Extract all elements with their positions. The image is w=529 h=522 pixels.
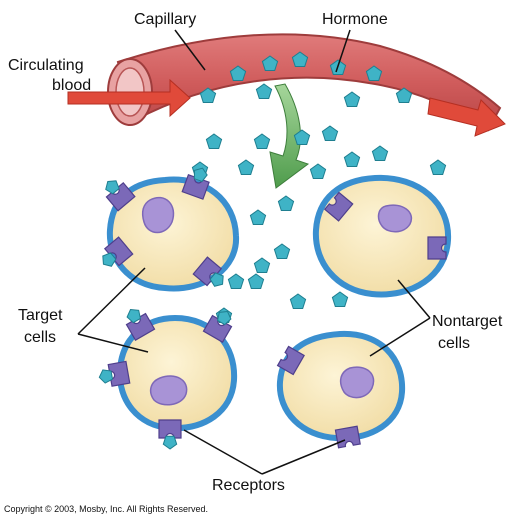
receptors-group: [98, 167, 447, 450]
circulating-blood-label-line2: blood: [52, 77, 91, 94]
hormone-molecule: [247, 273, 265, 289]
hormone-molecule: [291, 51, 309, 67]
receptor-unbound: [427, 236, 447, 260]
receptor-unbound: [334, 425, 361, 449]
hormone-molecule: [237, 159, 255, 175]
nontarget-cells-label-line2: cells: [438, 335, 470, 352]
receptor-with-hormone: [102, 236, 134, 267]
hormone-molecule: [331, 291, 349, 307]
receptor-unbound: [276, 345, 305, 376]
hormone-molecule: [293, 129, 311, 145]
hormone-molecule: [343, 151, 361, 167]
receptor-with-hormone: [192, 256, 224, 287]
hormone-diffusion-arrow: [269, 83, 310, 189]
receptor-with-hormone: [158, 419, 182, 450]
hormone-molecule: [255, 83, 273, 99]
hormone-molecule: [205, 133, 223, 149]
hormone-molecule: [321, 125, 339, 141]
hormone-molecule: [229, 65, 247, 81]
nontarget-cells-label-line1: Nontarget: [432, 313, 503, 330]
receptors-label: Receptors: [212, 477, 285, 494]
nucleus: [141, 196, 175, 234]
receptor-with-hormone: [181, 167, 210, 200]
receptor-with-hormone: [202, 311, 233, 343]
hormone-molecule: [253, 133, 271, 149]
hormone-molecule: [429, 159, 447, 175]
hormone-molecule: [273, 243, 291, 259]
hormone-molecule: [289, 293, 307, 309]
nucleus: [339, 366, 375, 399]
copyright-text: Copyright © 2003, Mosby, Inc. All Rights…: [4, 504, 208, 514]
hormone-molecule: [343, 91, 361, 107]
hormone-molecule: [309, 163, 327, 179]
hormone-molecule: [365, 65, 383, 81]
circulating-blood-label-line1: Circulating: [8, 57, 84, 74]
receptor-with-hormone: [125, 309, 156, 341]
capillary-label: Capillary: [134, 11, 196, 28]
nucleus: [377, 204, 413, 233]
hormone-molecule: [249, 209, 267, 225]
hormone-molecule: [371, 145, 389, 161]
receptor-with-hormone: [98, 360, 131, 387]
hormone-molecule: [253, 257, 271, 273]
hormone-molecule: [227, 273, 245, 289]
receptor-with-hormone: [105, 180, 136, 212]
target-cells-label-line1: Target: [18, 307, 63, 324]
leader-lines: [77, 29, 431, 475]
nontarget-cell-bottom-right: [276, 330, 406, 442]
blood-outflow-arrow: [427, 97, 506, 137]
hormone-molecule: [277, 195, 295, 211]
hormone-molecule: [395, 87, 413, 103]
hormone-label: Hormone: [322, 11, 388, 28]
target-cells-label-line2: cells: [24, 329, 56, 346]
hormone-molecule: [261, 55, 279, 71]
nucleus: [149, 375, 188, 406]
receptor-unbound: [323, 191, 354, 222]
blood-inflow-arrow: [67, 78, 191, 118]
hormone-molecule: [199, 87, 217, 103]
